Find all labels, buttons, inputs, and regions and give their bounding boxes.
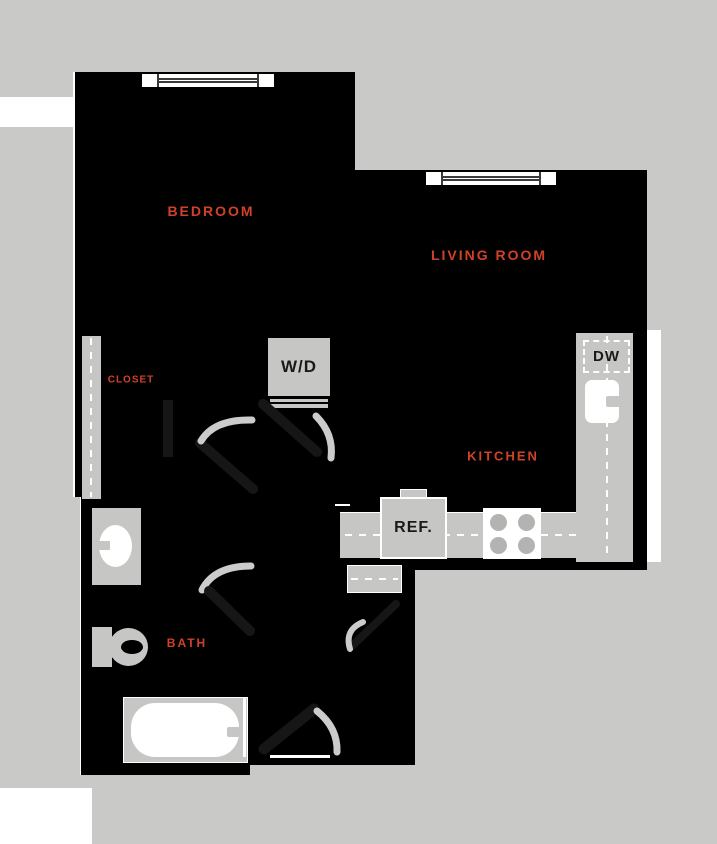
door-leaf-icon: [348, 600, 400, 650]
counter-end-cap-icon: [335, 504, 350, 506]
entry-threshold-icon: [270, 755, 330, 758]
wall-opening-right-icon: [647, 330, 661, 562]
window-glass-icon: [158, 78, 258, 83]
stove-icon: [483, 508, 541, 559]
door-swing-arc-icon: [197, 416, 256, 445]
door-leaf-icon: [204, 586, 255, 636]
window-mullion-icon: [441, 172, 443, 185]
door-swing-arc-icon: [313, 707, 341, 756]
window-glass-icon: [442, 176, 540, 181]
washer-dryer-track-icon: [270, 404, 328, 408]
pantry-cabinet-icon: [347, 565, 402, 593]
closet-shelf-icon: [82, 336, 101, 499]
closet-rod-icon: [90, 338, 92, 497]
counter-centerline-icon: [606, 336, 608, 559]
refrigerator-label: REF.: [394, 519, 433, 536]
wall-opening-bottom-left-icon: [0, 788, 92, 844]
door-swing-arc-icon: [345, 619, 366, 652]
vanity-faucet-icon: [95, 541, 110, 550]
burner-icon: [490, 537, 507, 554]
bedroom-label: BEDROOM: [167, 203, 255, 219]
window-mullion-icon: [257, 74, 259, 87]
washer-dryer-label: W/D: [280, 357, 318, 376]
living-room-label: LIVING ROOM: [430, 247, 548, 263]
washer-dryer-track-icon: [270, 399, 328, 402]
toilet-bowl-hole-icon: [121, 640, 143, 654]
living-room-floor: [355, 170, 647, 330]
dishwasher-label: DW: [593, 348, 620, 365]
cabinet-centerline-icon: [351, 578, 398, 580]
door-leaf-icon: [258, 399, 322, 457]
door-leaf-icon: [163, 400, 173, 457]
kitchen-label: KITCHEN: [467, 448, 539, 464]
window-mullion-icon: [157, 74, 159, 87]
toilet-tank-icon: [92, 627, 112, 667]
door-leaf-icon: [195, 438, 258, 494]
burner-icon: [490, 514, 507, 531]
counter-centerline-icon: [345, 534, 576, 536]
kitchen-sink-faucet-icon: [606, 396, 623, 407]
wall-opening-left-icon: [0, 97, 73, 127]
door-swing-arc-icon: [312, 412, 335, 462]
living-room-window-icon: [424, 170, 558, 187]
door-swing-arc-icon: [198, 562, 255, 594]
washer-dryer-unit: W/D: [268, 338, 330, 396]
closet-label: CLOSET: [107, 374, 155, 386]
bedroom-window-icon: [140, 72, 276, 89]
refrigerator: REF.: [380, 497, 447, 559]
door-leaf-icon: [258, 703, 320, 755]
bathtub-faucet-icon: [227, 727, 240, 737]
bathtub-basin-icon: [131, 703, 239, 757]
window-mullion-icon: [539, 172, 541, 185]
dishwasher-box: DW: [583, 340, 630, 373]
bath-label: BATH: [166, 636, 208, 650]
burner-icon: [518, 537, 535, 554]
burner-icon: [518, 514, 535, 531]
wall-edge-icon: [243, 697, 246, 757]
